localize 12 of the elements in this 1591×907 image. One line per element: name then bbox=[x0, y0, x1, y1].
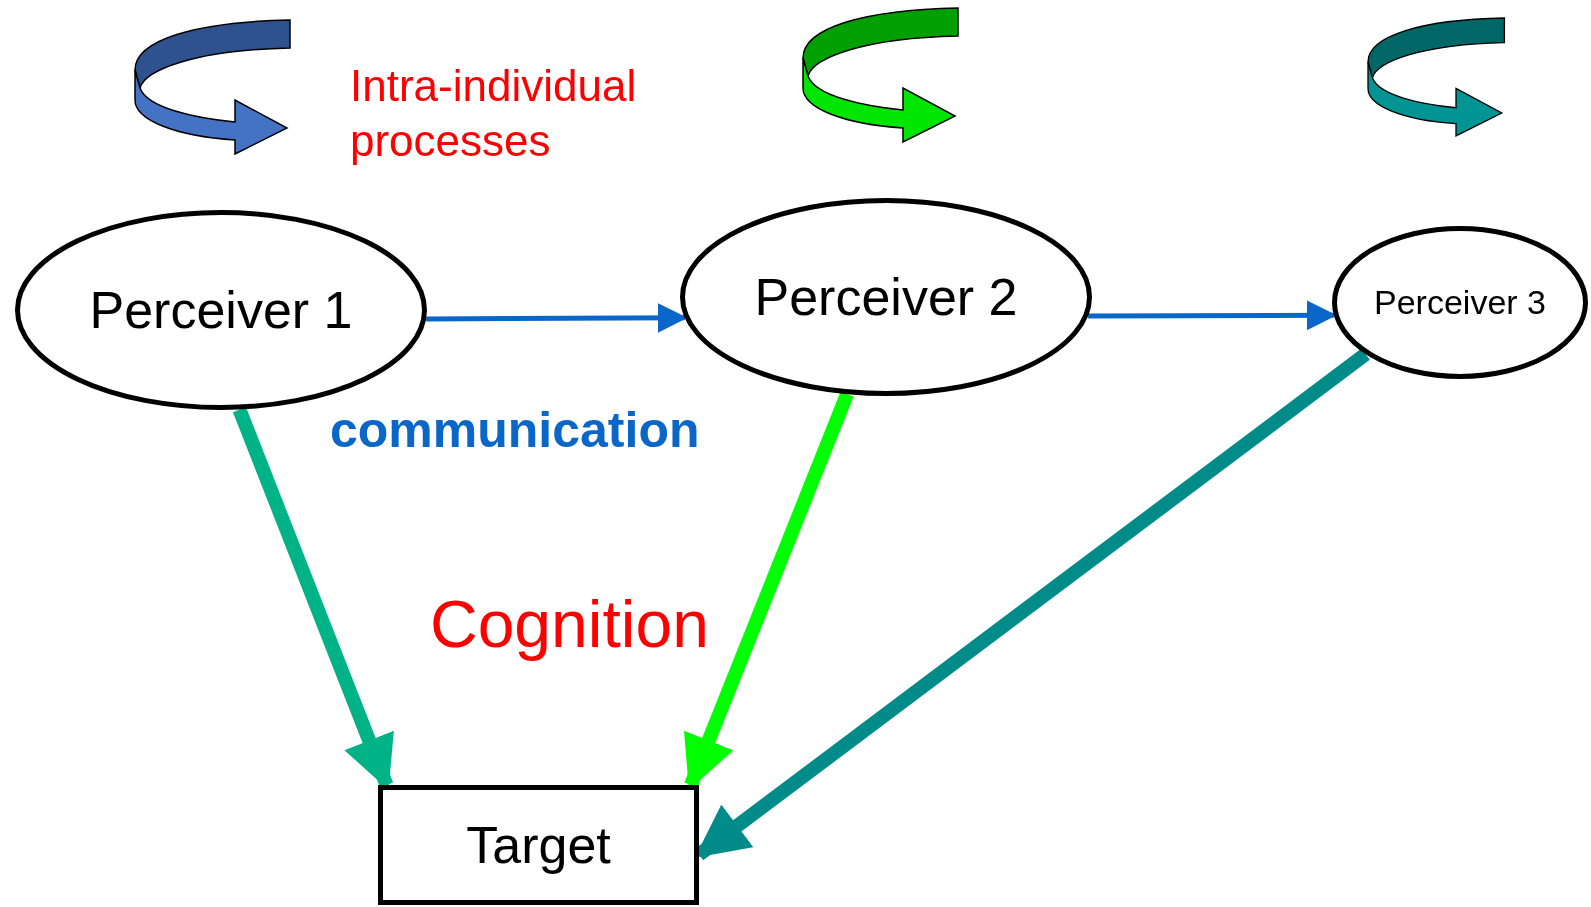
annotation-text: Intra-individual processes bbox=[350, 60, 638, 167]
ellipse-node bbox=[1332, 226, 1588, 379]
arrow bbox=[426, 302, 688, 333]
ellipse-node bbox=[680, 198, 1092, 396]
node-label: Perceiver 3 bbox=[1374, 283, 1546, 322]
annotation-text: communication bbox=[330, 401, 700, 460]
annotation-text: Cognition bbox=[430, 586, 709, 663]
node-label: Target bbox=[466, 815, 611, 875]
target-box bbox=[378, 785, 699, 905]
node-label: Perceiver 2 bbox=[754, 267, 1018, 327]
node-label: Perceiver 1 bbox=[89, 280, 353, 340]
ellipse-node bbox=[15, 210, 427, 410]
